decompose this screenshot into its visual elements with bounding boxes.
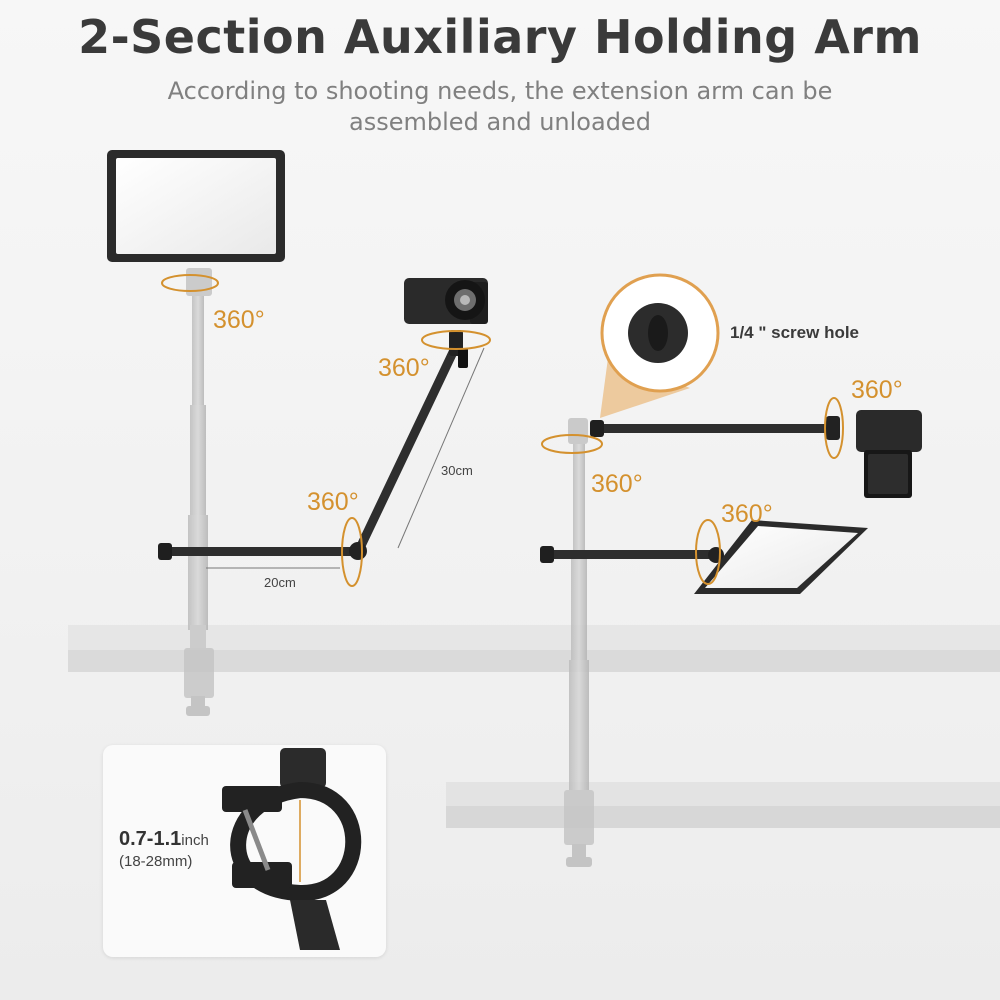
rotation-label-led-top: 360° — [213, 306, 265, 334]
mirrorless-camera-top — [404, 278, 488, 324]
screw-hole-callout — [600, 273, 720, 418]
clamp-range-mm: (18-28mm) — [119, 853, 193, 870]
rotation-arrow-icon — [161, 274, 219, 292]
rotation-label-camera-top: 360° — [378, 354, 430, 382]
rotation-label-right-stand: 360° — [591, 470, 643, 498]
rotation-arrow-icon — [421, 330, 491, 350]
rotation-arrow-icon — [541, 434, 603, 454]
holding-arm-upper-right — [590, 416, 840, 440]
page-title: 2-Section Auxiliary Holding Arm — [78, 10, 922, 64]
rotation-label-right-panel: 360° — [721, 500, 773, 528]
left-light-stand — [184, 268, 214, 716]
dimension-label-20cm: 20cm — [264, 575, 296, 590]
dimension-line-30cm — [397, 347, 485, 549]
led-panel-light — [107, 150, 285, 262]
right-light-stand — [564, 418, 594, 867]
rotation-arrow-icon — [695, 519, 721, 585]
rotation-arrow-icon — [341, 517, 363, 587]
clamp-size-text: 0.7-1.1inch (18-28mm) — [119, 828, 209, 870]
dimension-label-30cm: 30cm — [441, 463, 473, 478]
rotation-label-left-joint: 360° — [307, 488, 359, 516]
left-shelf — [68, 625, 1000, 672]
led-panel-light-tilted — [694, 520, 868, 594]
right-shelf — [446, 782, 1000, 828]
rotation-label-right-camera: 360° — [851, 376, 903, 404]
holding-arm-left — [158, 330, 468, 560]
screw-hole-label: 1/4 " screw hole — [730, 323, 860, 342]
clamp-range-inch: 0.7-1.1 — [119, 828, 182, 850]
holding-arm-lower-right — [540, 546, 724, 563]
mirrorless-camera-side — [856, 410, 922, 498]
clamp-unit: inch — [181, 832, 209, 849]
clamp-inset-card: 0.7-1.1inch (18-28mm) — [103, 745, 386, 957]
page-subtitle: According to shooting needs, the extensi… — [167, 77, 833, 136]
rotation-arrow-icon — [824, 397, 844, 459]
